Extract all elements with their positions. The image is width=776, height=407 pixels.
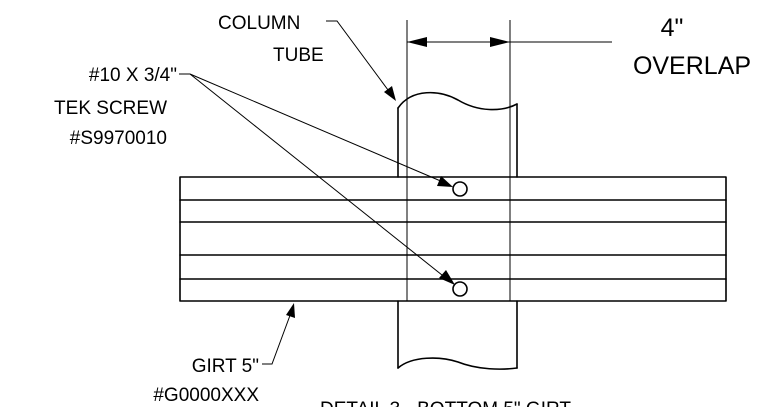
column-tube-upper: [397, 91, 518, 178]
column-label-line1: COLUMN: [218, 13, 300, 34]
overlap-word: OVERLAP: [633, 52, 751, 80]
column-leader: [326, 20, 396, 101]
screw-label-line2: TEK SCREW: [54, 98, 167, 119]
screw-leaders: [179, 73, 455, 285]
dimension-arrow-right: [490, 37, 510, 47]
column-hidden-lines: [406, 177, 511, 301]
dimension-arrow-left: [407, 37, 427, 47]
overlap-dimension: [406, 20, 612, 177]
detail-caption: DETAIL 3 - BOTTOM 5" GIRT: [320, 399, 571, 407]
girt-label-line2: #G0000XXX: [153, 385, 259, 406]
girt-label-line1: GIRT 5": [192, 356, 259, 377]
overlap-value: 4": [661, 14, 684, 42]
screw-label-line1: #10 X 3/4": [89, 65, 177, 86]
column-tube-lower: [397, 300, 518, 370]
screw-head-lower: [452, 281, 468, 297]
column-label-line2: TUBE: [273, 45, 324, 66]
screw-label-line3: #S9970010: [70, 128, 167, 149]
girt-channel: [179, 176, 727, 302]
screw-head-upper: [452, 181, 468, 197]
girt-leader: [262, 303, 295, 365]
